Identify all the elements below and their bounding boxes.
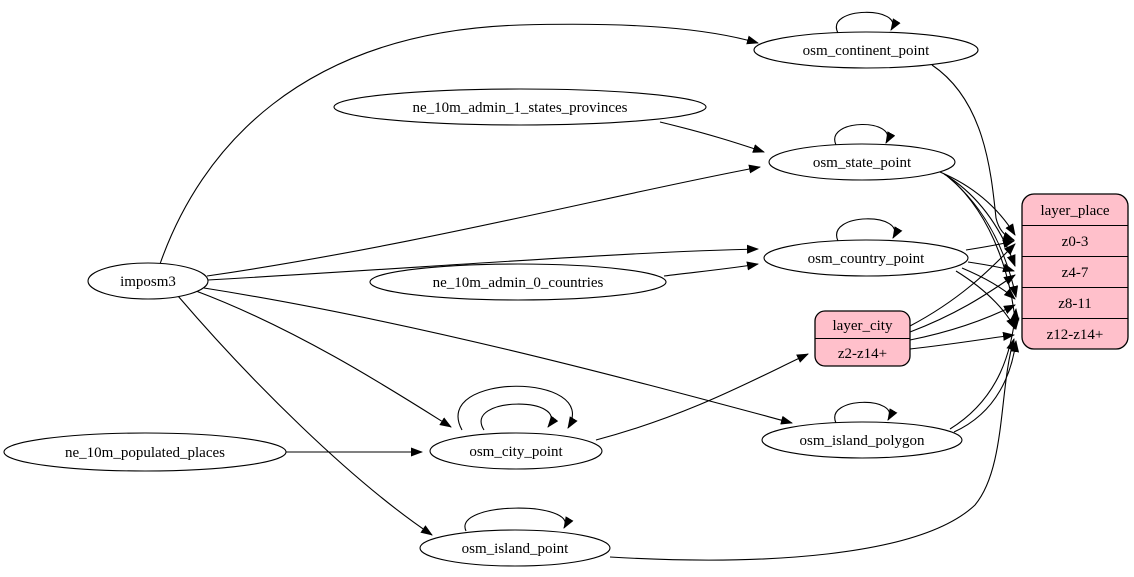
edge-osm_continent_point-layer_place-z0-3 bbox=[931, 64, 1015, 241]
node-osm_island_point-label: osm_island_point bbox=[462, 541, 570, 557]
selfloop-osm_city_point-inner bbox=[480, 403, 559, 431]
selfloop-osm_city_point-outer bbox=[457, 385, 578, 431]
edge-imposm3-osm_island_point bbox=[177, 295, 433, 536]
edge-imposm3-osm_country_point bbox=[207, 244, 759, 281]
node-osm_island_polygon: osm_island_polygon bbox=[761, 421, 963, 459]
edge-osm_island_point-layer_place-z12-z14 bbox=[609, 338, 1016, 561]
node-layer_place-title: layer_place bbox=[1040, 203, 1109, 219]
node-osm_island_polygon-label: osm_island_polygon bbox=[799, 433, 925, 449]
node-ne_10m_admin_0_countries-label: ne_10m_admin_0_countries bbox=[433, 275, 604, 291]
node-ne_10m_populated_places: ne_10m_populated_places bbox=[3, 432, 287, 472]
node-osm_state_point: osm_state_point bbox=[768, 143, 956, 181]
node-layer_city: layer_city z2-z14+ bbox=[814, 310, 911, 367]
selfloop-osm_continent_point bbox=[835, 11, 901, 34]
edge-ne_10m_admin_1_states_provinces-osm_state_point bbox=[659, 121, 765, 153]
node-ne_10m_admin_0_countries: ne_10m_admin_0_countries bbox=[369, 263, 667, 301]
edge-group bbox=[159, 11, 1020, 561]
edge-osm_country_point-layer_place-z0-3 bbox=[965, 239, 1015, 251]
edge-osm_state_point-layer_place-z0-3 bbox=[939, 171, 1016, 236]
node-layer_place: layer_place z0-3 z4-7 z8-11 z12-z14+ bbox=[1021, 193, 1129, 350]
node-ne_10m_admin_1_states_provinces: ne_10m_admin_1_states_provinces bbox=[333, 88, 707, 126]
selfloop-osm_state_point bbox=[834, 123, 896, 146]
edge-osm_country_point-layer_place-z12-z14 bbox=[955, 270, 1016, 330]
edge-layer_city-layer_place-z0-3 bbox=[909, 243, 1016, 327]
edge-imposm3-osm_island_polygon bbox=[203, 287, 793, 425]
node-layer_place-row-z0-3: z0-3 bbox=[1062, 234, 1089, 250]
edge-osm_country_point-layer_place-z4-7 bbox=[967, 261, 1015, 273]
edge-layer_city-layer_place-z8-11 bbox=[909, 304, 1016, 341]
selfloop-osm_island_polygon bbox=[834, 401, 898, 424]
node-osm_city_point: osm_city_point bbox=[429, 432, 603, 470]
selfloop-osm_island_point bbox=[464, 507, 574, 532]
edge-osm_country_point-layer_place-z8-11 bbox=[961, 267, 1016, 300]
node-osm_country_point-label: osm_country_point bbox=[808, 251, 925, 267]
edge-osm_city_point-layer_city bbox=[595, 353, 809, 441]
node-osm_country_point: osm_country_point bbox=[763, 239, 969, 277]
node-osm_island_point: osm_island_point bbox=[419, 529, 611, 567]
node-layer_place-row-z4-7: z4-7 bbox=[1062, 265, 1089, 281]
edge-imposm3-osm_continent_point bbox=[159, 23, 759, 265]
selfloop-osm_country_point bbox=[836, 218, 903, 242]
node-ne_10m_populated_places-label: ne_10m_populated_places bbox=[65, 445, 225, 461]
node-layer_city-title: layer_city bbox=[833, 318, 893, 334]
edge-osm_state_point-layer_place-z8-11 bbox=[946, 175, 1019, 298]
node-osm_state_point-label: osm_state_point bbox=[813, 155, 912, 171]
node-osm_continent_point-label: osm_continent_point bbox=[803, 43, 930, 59]
node-layer_place-row-z8-11: z8-11 bbox=[1058, 296, 1092, 312]
node-osm_city_point-label: osm_city_point bbox=[469, 444, 563, 460]
node-osm_continent_point: osm_continent_point bbox=[753, 31, 979, 69]
edge-layer_city-layer_place-z4-7 bbox=[909, 274, 1016, 333]
node-layer_city-row-z2-z14: z2-z14+ bbox=[838, 346, 887, 362]
edge-osm_state_point-layer_place-z4-7 bbox=[943, 173, 1016, 267]
edge-osm_island_polygon-layer_place-z12-z14 bbox=[953, 340, 1020, 433]
node-ne_10m_admin_1_states_provinces-label: ne_10m_admin_1_states_provinces bbox=[413, 100, 628, 116]
node-imposm3: imposm3 bbox=[87, 262, 209, 300]
edge-imposm3-osm_state_point bbox=[206, 164, 761, 277]
node-layer_place-row-z12-z14: z12-z14+ bbox=[1047, 327, 1104, 343]
edge-ne_10m_admin_0_countries-osm_country_point bbox=[663, 261, 759, 277]
edge-osm_island_polygon-layer_place-z8-11 bbox=[949, 308, 1020, 430]
edge-imposm3-osm_city_point bbox=[195, 290, 452, 428]
node-imposm3-label: imposm3 bbox=[120, 274, 176, 290]
edge-layer_city-layer_place-z12-z14 bbox=[909, 331, 1015, 350]
